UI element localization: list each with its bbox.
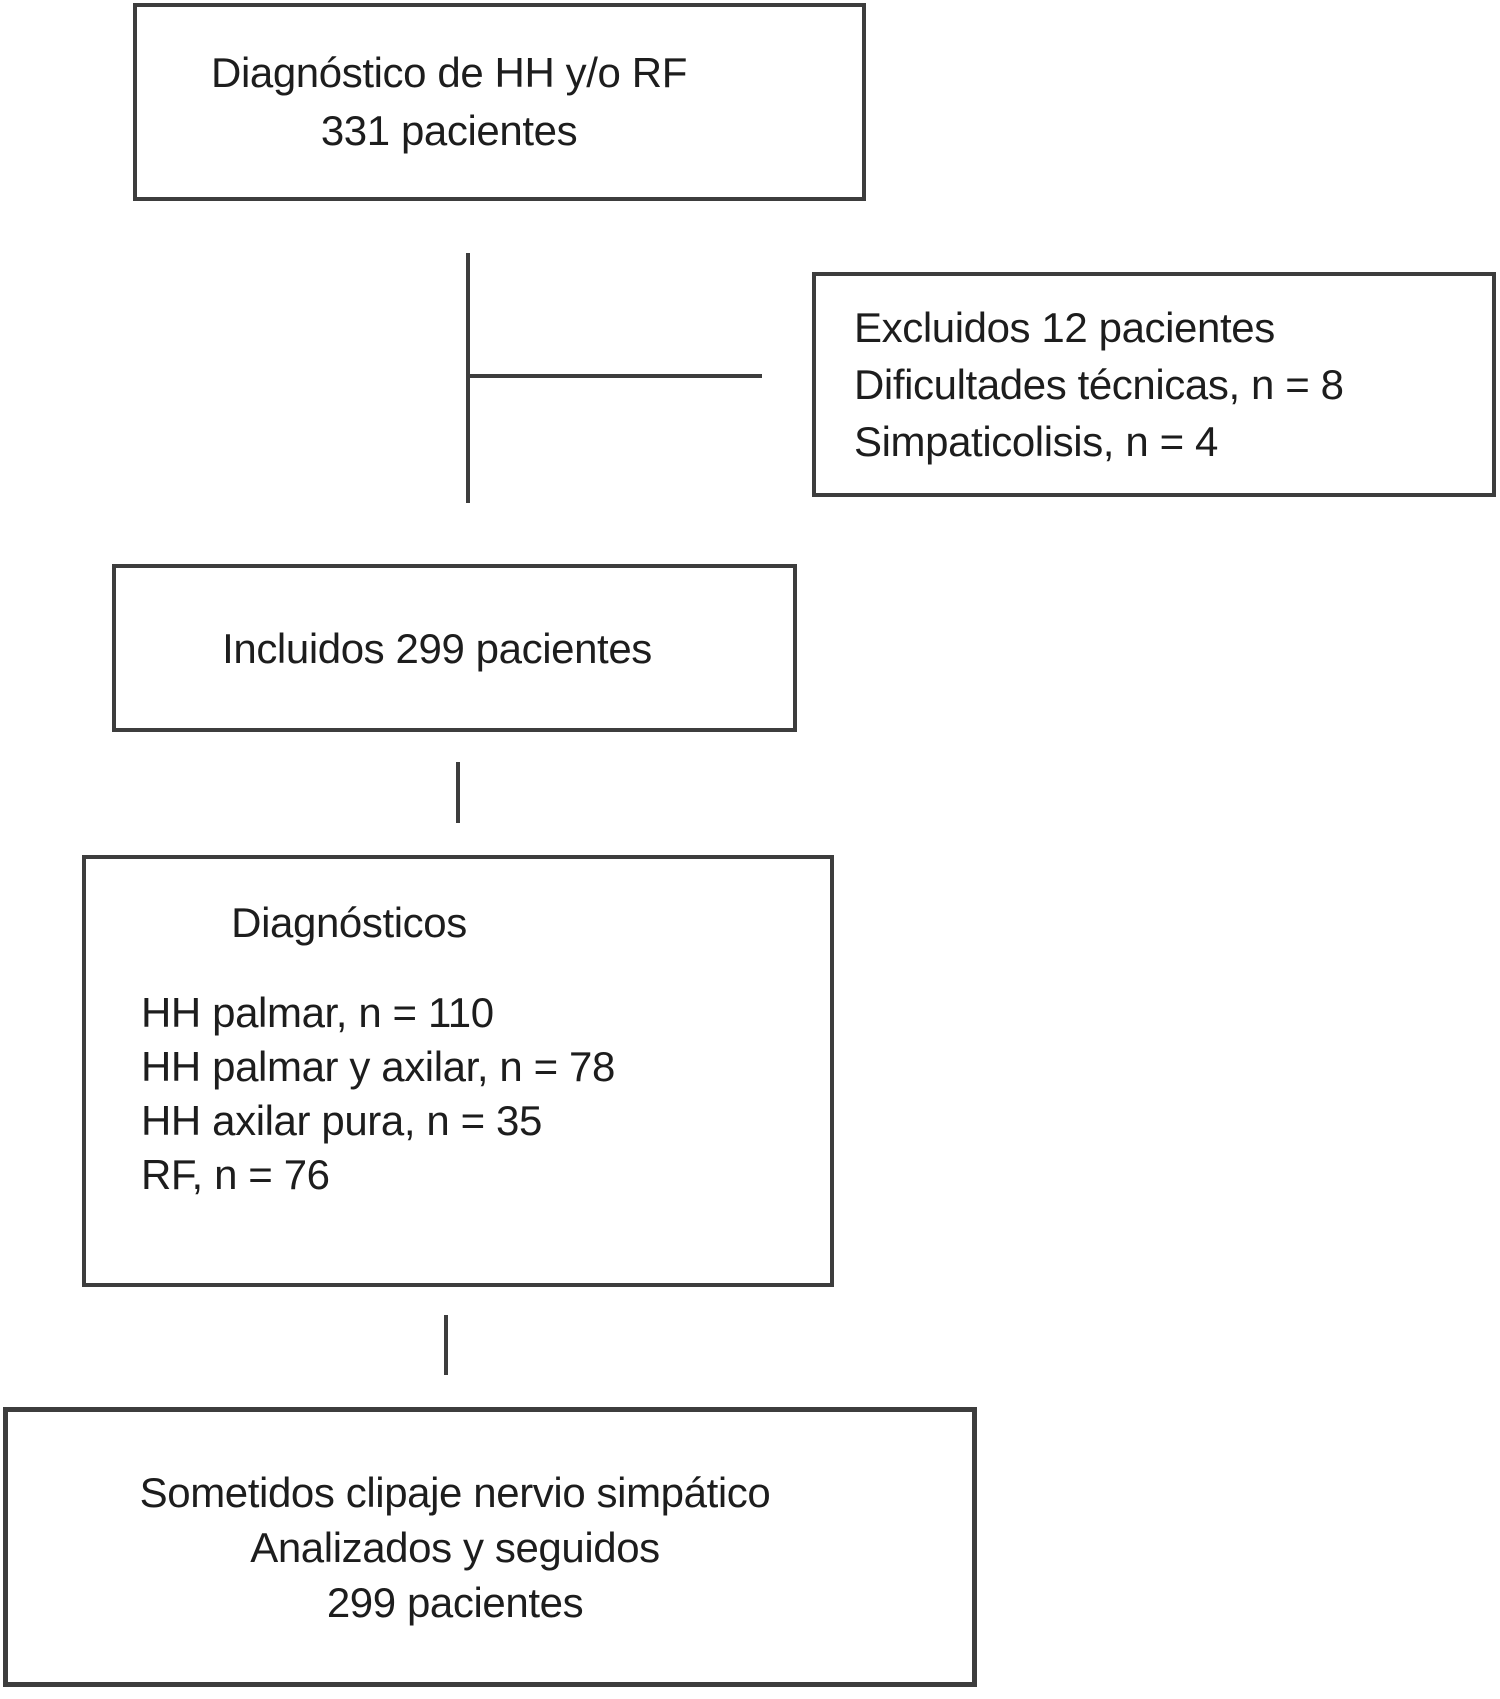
diagnosis-box-line1: Diagnóstico de HH y/o RF (211, 49, 687, 96)
connector-excluded-branch-line (466, 374, 762, 378)
excluded-box-line2: Dificultades técnicas, n = 8 (854, 361, 1344, 408)
connector-diagnosis-included-line (466, 253, 470, 503)
included-box: Incluidos 299 pacientes (112, 564, 797, 732)
excluded-box: Excluidos 12 pacientes Dificultades técn… (812, 272, 1496, 497)
included-box-line1: Incluidos 299 pacientes (222, 624, 652, 672)
diagnoses-item-hh-palmar-axilar: HH palmar y axilar, n = 78 (141, 1043, 615, 1090)
final-box-line2: Analizados y seguidos (250, 1523, 660, 1571)
diagnoses-box: Diagnósticos HH palmar, n = 110 HH palma… (82, 855, 834, 1287)
connector-diagnoses-final-line (444, 1315, 448, 1375)
diagnoses-item-hh-palmar: HH palmar, n = 110 (141, 989, 494, 1036)
diagnoses-item-hh-axilar-pura: HH axilar pura, n = 35 (141, 1097, 542, 1144)
final-box-line1: Sometidos clipaje nervio simpático (139, 1468, 771, 1516)
final-box: Sometidos clipaje nervio simpático Anali… (3, 1407, 977, 1687)
diagnosis-box-line2: 331 pacientes (320, 107, 578, 154)
diagnosis-box: Diagnóstico de HH y/o RF 331 pacientes (133, 3, 866, 201)
excluded-box-line3: Simpaticolisis, n = 4 (854, 418, 1218, 465)
excluded-box-line1: Excluidos 12 pacientes (854, 304, 1275, 351)
final-box-line3: 299 pacientes (326, 1578, 584, 1626)
diagnoses-box-title: Diagnósticos (231, 899, 467, 946)
diagnoses-item-rf: RF, n = 76 (141, 1151, 330, 1198)
connector-included-diagnoses-line (456, 762, 460, 823)
